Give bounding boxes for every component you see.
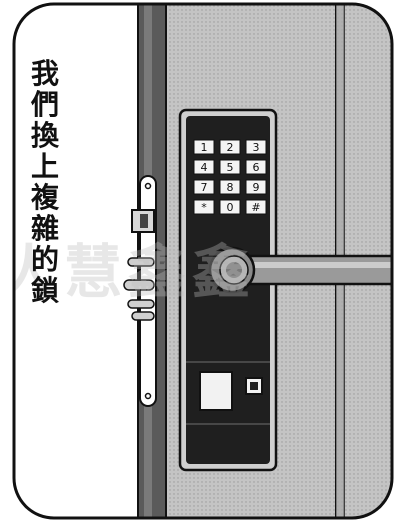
caption-char: 們 <box>30 88 59 121</box>
watermark: 人慧鑫鑫 <box>0 238 256 306</box>
keypad-key-label: 3 <box>253 141 260 154</box>
keypad-key-label: 4 <box>201 161 208 174</box>
keypad-key-label: 8 <box>227 181 234 194</box>
caption-vertical: 我們換上複雜的鎖 <box>28 58 62 306</box>
keypad-key-label: 2 <box>227 141 234 154</box>
keypad-key-label: 9 <box>253 181 260 194</box>
keypad-key[interactable]: # <box>245 199 267 215</box>
keypad-key[interactable]: 3 <box>245 139 267 155</box>
panel-border <box>12 2 394 520</box>
keypad-key-label: 5 <box>227 161 234 174</box>
keypad-key[interactable]: 5 <box>219 159 241 175</box>
door-handle[interactable] <box>208 246 402 294</box>
keypad-key-label: # <box>251 201 260 214</box>
caption-char: 鎖 <box>30 274 59 307</box>
keypad-key-label: 7 <box>201 181 208 194</box>
caption-char: 上 <box>30 150 59 183</box>
keypad-key[interactable]: 0 <box>219 199 241 215</box>
keypad-key[interactable]: 9 <box>245 179 267 195</box>
keypad-key[interactable]: * <box>193 199 215 215</box>
caption-char: 我 <box>30 57 59 90</box>
keypad-key[interactable]: 7 <box>193 179 215 195</box>
keypad-key[interactable]: 4 <box>193 159 215 175</box>
strike-plate <box>123 175 157 407</box>
keypad[interactable]: 1 2 3 4 5 6 7 8 9 * 0 # <box>193 139 267 215</box>
caption-char: 複 <box>30 181 59 214</box>
caption-char: 換 <box>30 119 59 152</box>
keypad-key[interactable]: 1 <box>193 139 215 155</box>
keypad-key[interactable]: 8 <box>219 179 241 195</box>
keypad-key[interactable]: 6 <box>245 159 267 175</box>
keypad-key-label: * <box>201 201 207 214</box>
keypad-key-label: 1 <box>201 141 208 154</box>
keypad-key-label: 6 <box>253 161 260 174</box>
keypad-key[interactable]: 2 <box>219 139 241 155</box>
caption-char: 的 <box>30 243 59 276</box>
caption-char: 雜 <box>30 212 59 245</box>
keypad-key-label: 0 <box>227 201 234 214</box>
card-reader <box>199 371 233 411</box>
